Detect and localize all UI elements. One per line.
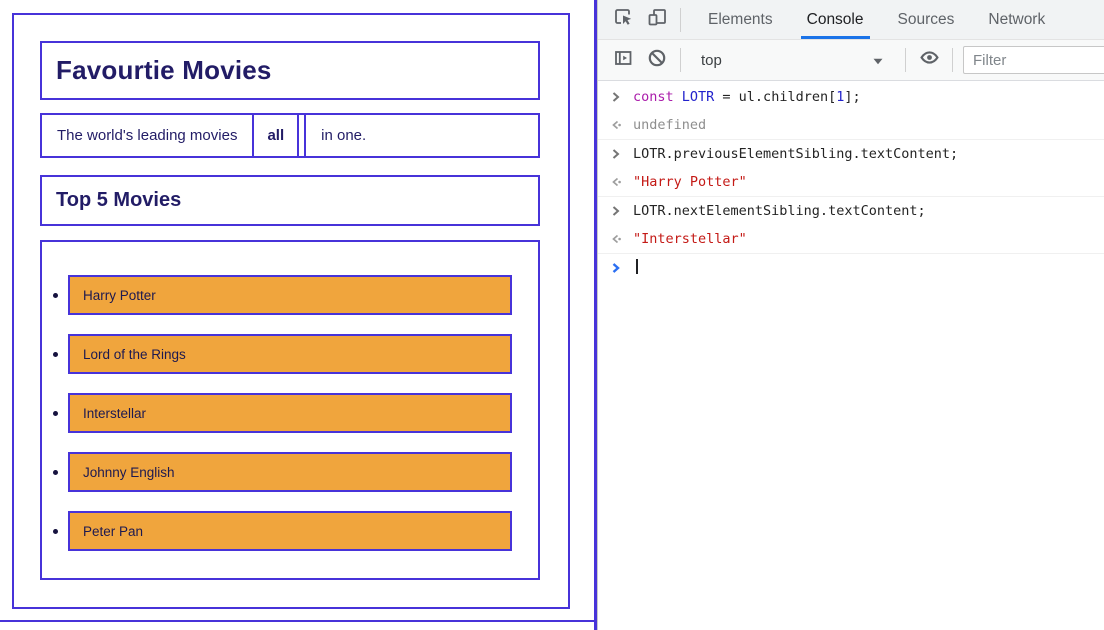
console-input-row: LOTR.nextElementSibling.textContent; [598, 197, 1104, 225]
tagline-text-1: The world's leading movies [57, 127, 238, 144]
chevron-down-icon [873, 52, 883, 69]
console-message: const LOTR = ul.children[1]; [633, 89, 861, 105]
live-expression-button[interactable] [916, 47, 942, 73]
toolbar-separator [680, 7, 681, 32]
tagline-highlight: all [252, 115, 300, 156]
list-item: Harry Potter [42, 275, 538, 315]
clear-console-button[interactable] [644, 47, 670, 73]
inspect-icon [612, 6, 634, 33]
console-message: undefined [633, 117, 707, 133]
console-message: "Harry Potter" [633, 174, 747, 190]
bullet-dot-icon [52, 351, 58, 357]
frame-selector[interactable]: top [691, 40, 895, 80]
toolbar-separator [680, 48, 681, 72]
page-outer-border [0, 620, 594, 622]
bullet-marker [42, 292, 68, 298]
bullet-marker [42, 469, 68, 475]
bullet-marker [42, 351, 68, 357]
devtools-panel: Elements Console Sources Network top [597, 0, 1104, 630]
list-item: Interstellar [42, 393, 538, 433]
tab-sources[interactable]: Sources [897, 10, 955, 28]
section-title-box: Top 5 Movies [40, 175, 540, 226]
page-title-box: Favourtie Movies [40, 41, 540, 100]
console-caret [636, 259, 638, 274]
console-chevron-icon [598, 87, 633, 104]
clear-console-icon [646, 47, 668, 74]
inspect-button[interactable] [610, 7, 636, 33]
console-toolbar: top [598, 40, 1104, 81]
console-result-row: "Interstellar" [598, 225, 1104, 254]
filter-input[interactable] [963, 46, 1104, 74]
page-title: Favourtie Movies [56, 55, 272, 85]
movie-name: Peter Pan [68, 511, 512, 551]
section-title: Top 5 Movies [56, 189, 182, 211]
movie-name: Johnny English [68, 452, 512, 492]
console-result-row: "Harry Potter" [598, 168, 1104, 197]
console-input-row: const LOTR = ul.children[1]; [598, 83, 1104, 111]
list-item: Johnny English [42, 452, 538, 492]
device-toolbar-button[interactable] [644, 7, 670, 33]
list-item: Peter Pan [42, 511, 538, 551]
console-message: LOTR.previousElementSibling.textContent; [633, 146, 959, 162]
console-prompt[interactable] [598, 254, 1104, 282]
console-message [633, 258, 638, 278]
console-input-row: LOTR.previousElementSibling.textContent; [598, 140, 1104, 168]
movie-name: Harry Potter [68, 275, 512, 315]
tagline-text-2: in one. [304, 115, 366, 156]
bullet-dot-icon [52, 469, 58, 475]
movie-name: Lord of the Rings [68, 334, 512, 374]
frame-selector-label: top [701, 51, 722, 69]
bullet-dot-icon [52, 292, 58, 298]
eye-icon [918, 46, 941, 74]
bullet-dot-icon [52, 528, 58, 534]
tab-network[interactable]: Network [988, 10, 1046, 28]
rendered-page: Favourtie Movies The world's leading mov… [0, 0, 597, 630]
tagline-box: The world's leading movies all in one. [40, 113, 540, 158]
page-body-frame: Favourtie Movies The world's leading mov… [12, 13, 570, 609]
devtools-tab-bar: Elements Console Sources Network [598, 0, 1104, 40]
bullet-marker [42, 410, 68, 416]
device-toolbar-icon [646, 6, 668, 33]
console-sidebar-icon [612, 47, 634, 74]
console-chevron-icon [598, 258, 633, 275]
console-result-arrow-icon [598, 115, 633, 132]
console-message: "Interstellar" [633, 231, 747, 247]
console-message: LOTR.nextElementSibling.textContent; [633, 203, 926, 219]
toolbar-separator [905, 48, 906, 72]
console-chevron-icon [598, 201, 633, 218]
console-sidebar-button[interactable] [610, 47, 636, 73]
bullet-dot-icon [52, 410, 58, 416]
console-result-row: undefined [598, 111, 1104, 140]
console-result-arrow-icon [598, 172, 633, 189]
tab-elements[interactable]: Elements [708, 10, 773, 28]
toolbar-separator [952, 48, 953, 72]
console-result-arrow-icon [598, 229, 633, 246]
console-chevron-icon [598, 144, 633, 161]
movie-name: Interstellar [68, 393, 512, 433]
list-item: Lord of the Rings [42, 334, 538, 374]
bullet-marker [42, 528, 68, 534]
tab-console[interactable]: Console [790, 0, 881, 39]
devtools-tabs: Elements Console Sources Network [691, 0, 1062, 39]
